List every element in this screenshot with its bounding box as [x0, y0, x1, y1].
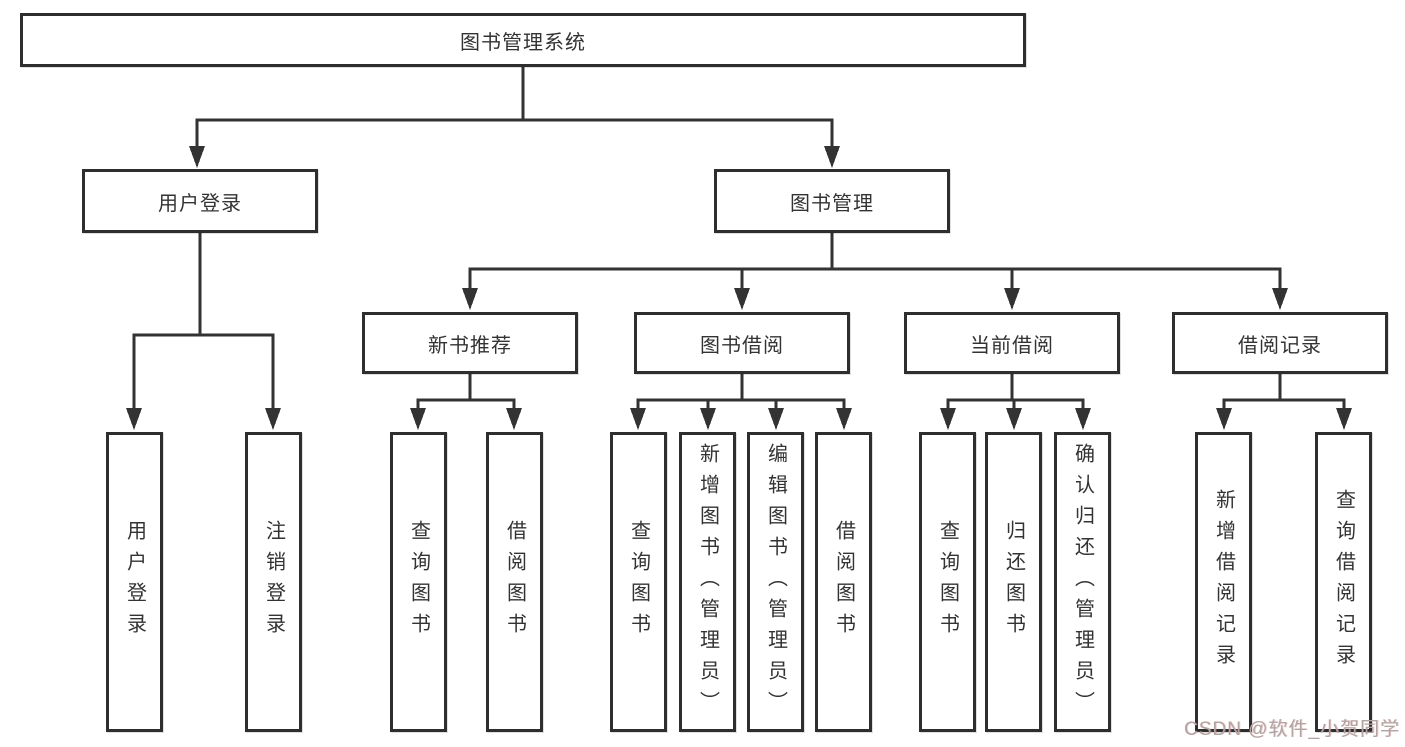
leaf-add-borrow-record: 新增借阅记录	[1195, 432, 1252, 732]
leaf-logout-login: 注销登录	[245, 432, 302, 732]
node-borrow-records: 借阅记录	[1172, 312, 1388, 374]
leaf-add-book-admin: 新增图书（管理员）	[679, 432, 736, 732]
leaf-edit-book-admin: 编辑图书（管理员）	[747, 432, 804, 732]
node-current-borrow: 当前借阅	[904, 312, 1120, 374]
node-book-management: 图书管理	[714, 169, 950, 233]
leaf-confirm-return-admin: 确认归还（管理员）	[1054, 432, 1111, 732]
leaf-query-borrow-record: 查询借阅记录	[1315, 432, 1372, 732]
csdn-watermark: CSDN @软件_小贺同学	[1184, 719, 1400, 740]
leaf-user-login: 用户登录	[106, 432, 163, 732]
leaf-query-book-borrow: 查询图书	[610, 432, 667, 732]
leaf-return-book: 归还图书	[985, 432, 1042, 732]
node-new-book-recommend: 新书推荐	[362, 312, 578, 374]
leaf-query-book-current: 查询图书	[919, 432, 976, 732]
node-user-login: 用户登录	[82, 169, 318, 233]
node-book-borrow: 图书借阅	[634, 312, 850, 374]
leaf-query-book-recommend: 查询图书	[390, 432, 447, 732]
arrowheads	[126, 146, 1352, 430]
leaf-borrow-book-recommend: 借阅图书	[486, 432, 543, 732]
node-root: 图书管理系统	[20, 13, 1026, 67]
leaf-borrow-book: 借阅图书	[815, 432, 872, 732]
